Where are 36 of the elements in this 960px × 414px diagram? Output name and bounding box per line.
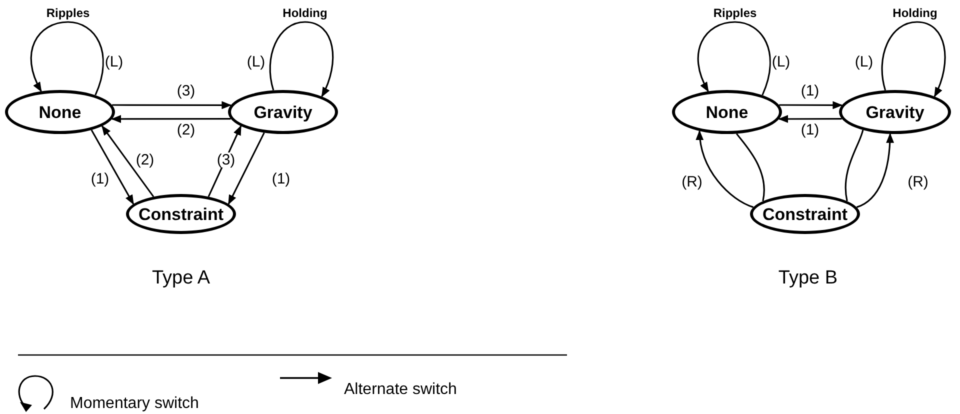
arrow	[697, 21, 771, 96]
state-label: Gravity	[254, 104, 312, 120]
edge-label: (3)	[176, 84, 196, 98]
edge-label: (R)	[680, 174, 704, 190]
state-label: Gravity	[866, 104, 924, 120]
edge-label: (L)	[770, 54, 792, 70]
state-ellipse	[126, 194, 236, 234]
state-label: Constraint	[138, 206, 224, 222]
state-label: Constraint	[762, 206, 848, 222]
edge-label: (L)	[854, 54, 874, 70]
edge-label: (2)	[176, 122, 196, 138]
edge-label: (2)	[134, 152, 156, 168]
state-label: None	[706, 104, 748, 120]
loop-caption: Ripples	[46, 7, 90, 19]
edge-label: (1)	[270, 172, 292, 186]
edge-label: (L)	[246, 54, 266, 70]
arrow	[881, 21, 946, 98]
arrow	[269, 21, 334, 98]
state-label: None	[38, 104, 82, 120]
arrow	[30, 21, 104, 96]
edge-label: (1)	[800, 122, 820, 138]
edge-label: (L)	[104, 54, 124, 70]
loop-caption: Ripples	[713, 7, 757, 19]
arrow	[90, 130, 134, 205]
loop-caption: Holding	[892, 7, 938, 19]
diagram-caption: Type B	[778, 268, 838, 288]
loop-caption: Holding	[282, 7, 328, 19]
arrow	[844, 129, 894, 208]
legend-label: Momentary switch	[70, 396, 199, 412]
edge-label: (3)	[216, 152, 236, 168]
edge-label: (1)	[800, 84, 820, 98]
legend-label: Alternate switch	[344, 382, 457, 398]
diagram-caption: Type A	[152, 268, 210, 288]
edge-label: (1)	[90, 172, 110, 186]
edge-label: (R)	[906, 174, 930, 190]
arrow	[228, 132, 265, 205]
